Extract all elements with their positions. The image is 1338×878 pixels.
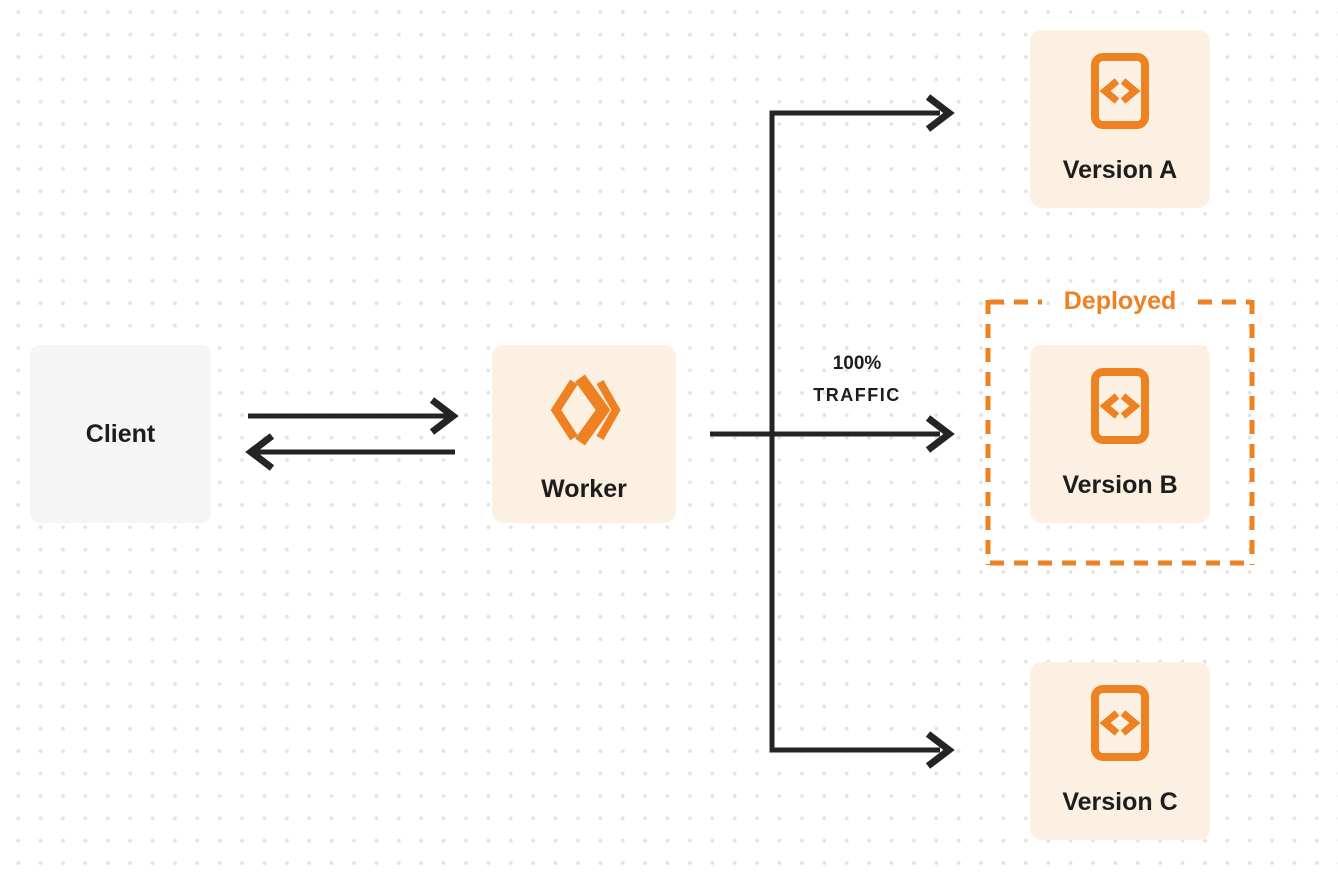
- traffic-percent: 100%: [832, 353, 882, 374]
- version-c-node: Version C: [1030, 662, 1210, 840]
- deployed-group-border: [985, 299, 1255, 566]
- code-file-icon: [1091, 53, 1149, 129]
- traffic-word: TRAFFIC: [813, 385, 901, 405]
- code-file-icon: [1091, 685, 1149, 761]
- client-node: Client: [30, 345, 211, 523]
- version-b-label: Version B: [1062, 471, 1178, 499]
- client-label: Client: [85, 420, 156, 448]
- arrowhead-version-a-icon: [925, 94, 955, 132]
- version-a-node: Version A: [1030, 30, 1210, 208]
- version-b-node: Version B: [1030, 345, 1210, 523]
- code-file-icon: [1091, 368, 1149, 444]
- worker-node: Worker: [492, 345, 676, 523]
- arrowhead-left-icon: [245, 433, 275, 471]
- deployed-group-label: Deployed: [1063, 287, 1177, 315]
- cloudflare-workers-logo-icon: [550, 374, 621, 446]
- arrowhead-version-c-icon: [925, 731, 955, 769]
- traffic-label: 100% TRAFFIC: [787, 348, 927, 411]
- version-a-label: Version A: [1062, 156, 1178, 184]
- arrowhead-version-b-icon: [925, 415, 955, 453]
- version-c-label: Version C: [1062, 788, 1178, 816]
- arrowhead-right-icon: [429, 397, 459, 435]
- worker-label: Worker: [541, 475, 627, 503]
